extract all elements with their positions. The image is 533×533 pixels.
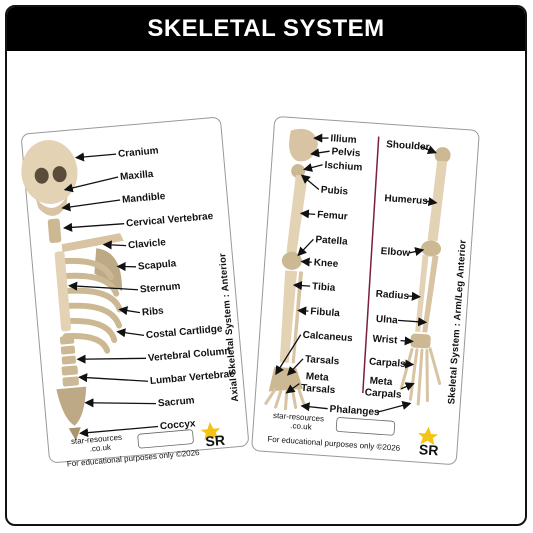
label-fibula: Fibula (310, 306, 341, 319)
label-illium: Illium (330, 133, 357, 146)
label-radius: Radius (375, 289, 409, 302)
label-tibia: Tibia (312, 281, 336, 294)
limb-card: Illium Pelvis Ischium Pubis Femur Patell… (258, 118, 473, 463)
label-pelvis: Pelvis (331, 146, 361, 159)
page-title: SKELETAL SYSTEM (7, 7, 525, 51)
limb-site-line2: .co.uk (290, 421, 313, 432)
label-ribs: Ribs (142, 306, 165, 319)
limb-logo-text: SR (418, 441, 439, 458)
label-knee: Knee (313, 257, 339, 270)
label-elbow: Elbow (380, 246, 410, 259)
label-meta: Meta (305, 371, 329, 384)
axial-logo-text: SR (205, 432, 226, 450)
axial-card: Cranium Maxilla Mandible Cervical Verteb… (30, 120, 240, 460)
label-patella: Patella (315, 234, 348, 247)
label-ulna: Ulna (376, 314, 399, 327)
label-pubis: Pubis (320, 185, 348, 198)
label-meta-carpals-1: Meta (369, 376, 393, 389)
label-femur: Femur (317, 209, 348, 222)
label-wrist: Wrist (372, 334, 398, 347)
